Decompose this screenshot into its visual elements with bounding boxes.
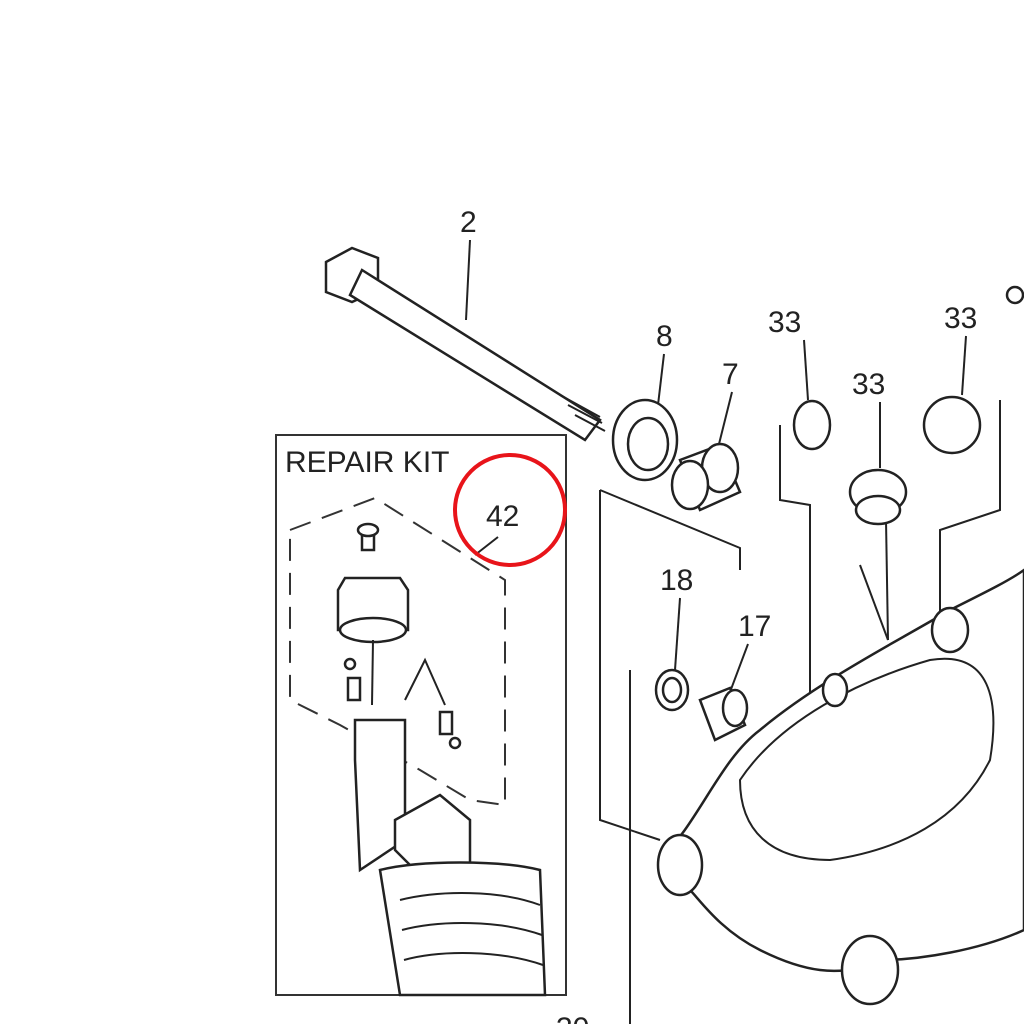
- swingarm: [656, 568, 1024, 1006]
- callout-33b: 33: [852, 368, 885, 401]
- callout-33a: 33: [768, 306, 801, 339]
- seal-part-8: [611, 398, 679, 482]
- leader-42: [474, 536, 499, 556]
- callout-7: 7: [722, 358, 739, 391]
- shock-absorber-drawing: [336, 522, 547, 997]
- callout-33c: 33: [944, 302, 977, 335]
- callout-2: 2: [460, 206, 477, 239]
- highlight-circle: [453, 453, 567, 567]
- callout-17: 17: [738, 610, 771, 643]
- bolt-part-2: [324, 246, 606, 442]
- callout-18: 18: [660, 564, 693, 597]
- callout-30: 30: [556, 1012, 589, 1024]
- bearing-part-7: [670, 442, 742, 512]
- callout-8: 8: [656, 320, 673, 353]
- cap-parts-33: [792, 285, 1024, 526]
- repair-kit-box: REPAIR KIT 42: [275, 434, 567, 997]
- repair-kit-title: REPAIR KIT: [285, 446, 449, 479]
- callout-42: 42: [486, 500, 519, 533]
- parts-18-17: [654, 668, 749, 742]
